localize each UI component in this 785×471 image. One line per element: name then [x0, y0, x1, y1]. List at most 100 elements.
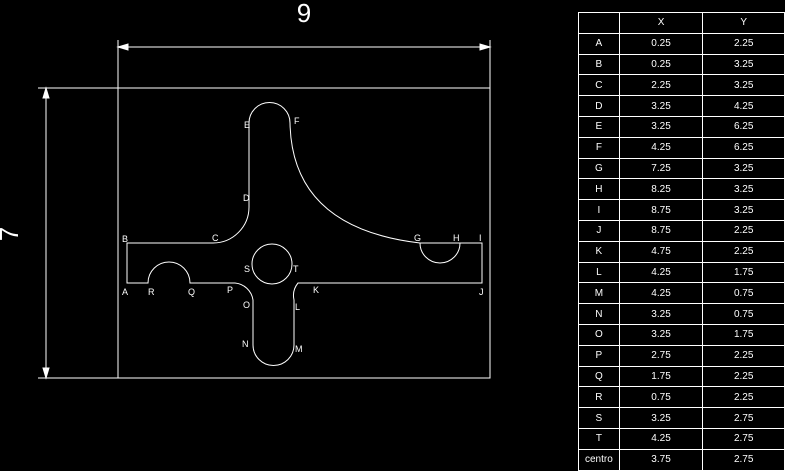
point-label-b: B	[122, 234, 128, 244]
table-cell: 1.75	[702, 261, 785, 284]
center-circle	[251, 243, 293, 285]
height-arrow-bottom	[42, 367, 50, 380]
table-cell: 8.75	[618, 219, 704, 242]
point-label-t: T	[293, 264, 299, 274]
table-cell: K	[578, 240, 620, 263]
table-cell: 2.25	[702, 240, 785, 263]
table-cell: 8.25	[618, 178, 704, 201]
point-label-p: P	[227, 285, 233, 295]
table-cell: 2.25	[702, 32, 785, 55]
table-cell: 3.25	[618, 115, 704, 138]
width-dimension-text: 9	[297, 0, 311, 28]
table-cell: A	[578, 32, 620, 55]
point-label-o: O	[243, 300, 250, 310]
table-cell: 4.25	[618, 136, 704, 159]
table-cell: 3.25	[702, 157, 785, 180]
table-cell: 6.25	[702, 115, 785, 138]
table-cell: 3.25	[702, 178, 785, 201]
table-cell: 0.75	[702, 282, 785, 305]
table-cell: 6.25	[702, 136, 785, 159]
table-cell: 2.75	[618, 344, 704, 367]
point-label-c: C	[212, 233, 219, 243]
table-cell: I	[578, 199, 620, 221]
point-label-a: A	[122, 287, 128, 297]
table-header-row: X Y	[578, 12, 785, 34]
table-cell: 0.75	[618, 386, 704, 409]
width-arrow-right	[479, 43, 492, 51]
point-label-d: D	[243, 193, 250, 203]
table-cell: J	[578, 219, 620, 242]
table-cell: 2.75	[702, 427, 785, 450]
height-dimension-text: 7	[0, 227, 24, 241]
table-cell: 2.25	[702, 365, 785, 388]
table-cell: 4.25	[618, 261, 704, 284]
point-label-r: R	[148, 287, 155, 297]
table-cell: G	[578, 157, 620, 180]
table-cell: 2.75	[702, 448, 785, 471]
table-cell: 3.25	[618, 95, 704, 117]
table-cell: 2.25	[702, 344, 785, 367]
table-cell: R	[578, 386, 620, 409]
table-cell: centro	[578, 448, 620, 471]
point-label-h: H	[453, 233, 460, 243]
table-cell: 2.25	[702, 219, 785, 242]
table-cell: 0.75	[702, 303, 785, 325]
table-cell: 3.25	[618, 303, 704, 325]
table-cell: 0.25	[618, 32, 704, 55]
table-cell: 3.25	[618, 323, 704, 346]
table-cell: 2.25	[702, 386, 785, 409]
point-label-n: N	[242, 339, 249, 349]
table-cell: M	[578, 282, 620, 305]
point-label-q: Q	[188, 287, 195, 297]
table-cell: C	[578, 74, 620, 97]
table-cell: O	[578, 323, 620, 346]
outer-rectangle	[117, 87, 491, 379]
point-label-e: E	[244, 120, 250, 130]
width-arrow-left	[116, 43, 129, 51]
table-cell: H	[578, 178, 620, 201]
height-arrow-top	[42, 86, 50, 99]
table-cell: T	[578, 427, 620, 450]
table-cell: F	[578, 136, 620, 159]
table-cell: 0.25	[618, 53, 704, 76]
table-cell: 1.75	[702, 323, 785, 346]
table-cell: 4.25	[618, 427, 704, 450]
table-cell: 3.25	[702, 74, 785, 97]
table-cell: 4.25	[618, 282, 704, 305]
table-header-cell: Y	[702, 12, 785, 34]
table-cell: P	[578, 344, 620, 367]
table-header-cell: X	[618, 12, 704, 34]
table-cell: D	[578, 95, 620, 117]
table-cell: 8.75	[618, 199, 704, 221]
point-label-f: F	[294, 116, 300, 126]
point-label-l: L	[295, 302, 300, 312]
point-label-s: S	[244, 264, 250, 274]
point-label-k: K	[313, 285, 319, 295]
point-label-m: M	[295, 344, 303, 354]
table-cell: 3.75	[618, 448, 704, 471]
point-label-g: G	[414, 233, 421, 243]
table-cell: 2.25	[618, 74, 704, 97]
table-cell: 4.75	[618, 240, 704, 263]
table-cell: 3.25	[702, 53, 785, 76]
table-cell: S	[578, 407, 620, 429]
table-cell: 7.25	[618, 157, 704, 180]
